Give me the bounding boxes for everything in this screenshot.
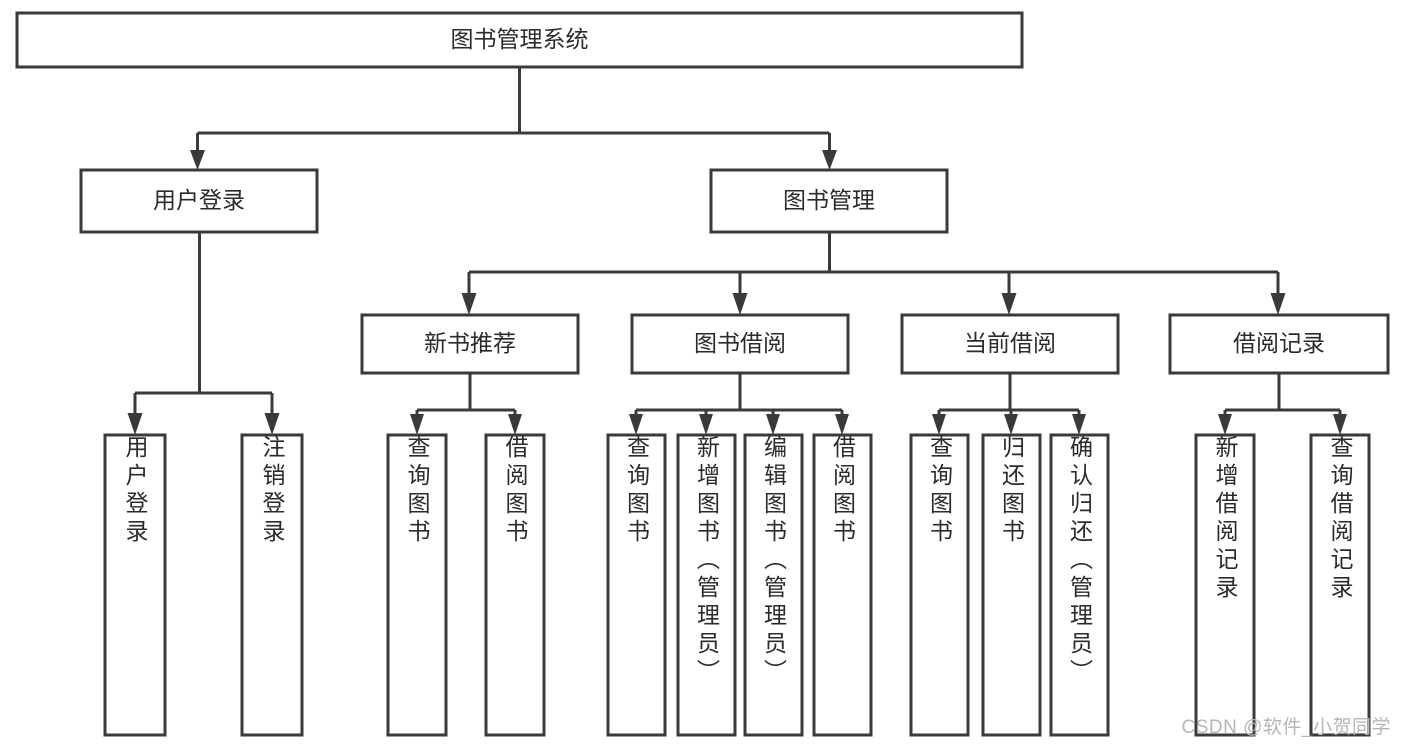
arrow-head-leaf-query-book-3 [932, 414, 946, 435]
arrow-head-book-borrow [732, 293, 748, 315]
node-box-book-manage[interactable] [709, 168, 949, 234]
arrow-head-borrow-record [1270, 293, 1286, 315]
node-label-current-borrow: 当前借阅 [964, 330, 1056, 356]
node-box-root[interactable] [15, 11, 1024, 69]
node-box-leaf-logout[interactable] [240, 433, 304, 737]
arrow-head-leaf-query-book-2 [629, 414, 643, 435]
node-box-leaf-query-book-2[interactable] [606, 433, 667, 737]
node-box-leaf-borrow-book-2[interactable] [812, 433, 873, 737]
node-box-leaf-confirm-return[interactable] [1049, 433, 1110, 737]
arrow-head-current-borrow [1001, 293, 1017, 315]
node-label-book-borrow: 图书借阅 [694, 330, 786, 356]
node-box-user-login[interactable] [79, 168, 319, 234]
node-box-leaf-add-record[interactable] [1194, 433, 1256, 737]
node-box-leaf-borrow-book-1[interactable] [484, 433, 546, 737]
arrow-head-leaf-edit-book [766, 414, 780, 435]
arrow-head-leaf-add-book [699, 414, 713, 435]
node-box-current-borrow[interactable] [900, 313, 1120, 375]
node-box-leaf-user-login[interactable] [103, 433, 167, 737]
arrow-head-leaf-borrow-book-1 [508, 414, 522, 435]
node-box-book-borrow[interactable] [630, 313, 850, 375]
node-box-leaf-return-book[interactable] [981, 433, 1042, 737]
node-label-user-login: 用户登录 [153, 187, 245, 213]
arrow-head-leaf-logout [264, 413, 280, 435]
node-label-new-book-rec: 新书推荐 [424, 330, 516, 356]
arrow-head-new-book-rec [461, 293, 477, 315]
node-box-leaf-edit-book[interactable] [743, 433, 804, 737]
watermark-text: CSDN @软件_小贺同学 [1181, 717, 1391, 738]
node-layer: 图书管理系统 用户登录 图书管理 新书推荐 图书借阅 当前借阅 借阅记录 [15, 11, 1390, 737]
node-label-root: 图书管理系统 [451, 26, 589, 52]
arrow-head-book-manage [822, 150, 837, 170]
arrow-head-leaf-add-record [1218, 414, 1232, 435]
arrow-head-user-login [190, 150, 205, 170]
node-label-borrow-record: 借阅记录 [1233, 330, 1325, 356]
arrow-head-leaf-user-login [127, 413, 143, 435]
node-box-leaf-query-book-3[interactable] [909, 433, 970, 737]
arrow-head-leaf-borrow-book-2 [835, 414, 849, 435]
node-box-leaf-add-book[interactable] [676, 433, 737, 737]
node-box-new-book-rec[interactable] [360, 313, 580, 375]
arrow-head-leaf-confirm-return [1072, 414, 1086, 435]
arrow-head-leaf-query-book-1 [410, 414, 424, 435]
arrow-head-leaf-query-record [1333, 414, 1347, 435]
node-box-leaf-query-book-1[interactable] [386, 433, 448, 737]
arrow-head-leaf-return-book [1004, 414, 1018, 435]
node-label-book-manage: 图书管理 [783, 187, 875, 213]
node-box-borrow-record[interactable] [1168, 313, 1390, 375]
connector-layer [127, 67, 1347, 435]
node-box-leaf-query-record[interactable] [1309, 433, 1371, 737]
